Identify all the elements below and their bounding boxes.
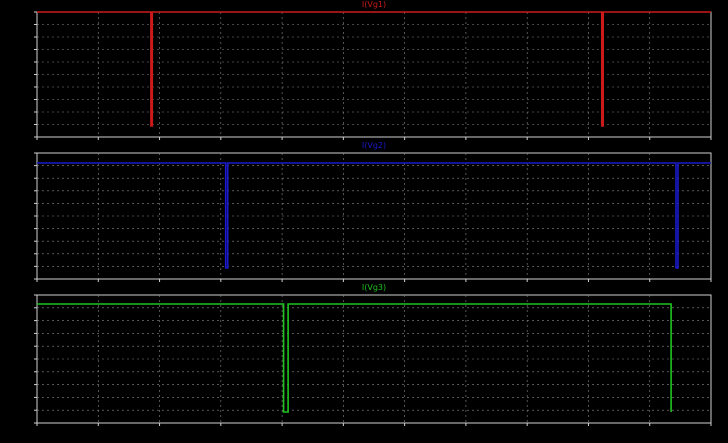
pane-vg1-title: I(Vg1) [362,0,386,9]
pane-vg2[interactable]: I(Vg2) [34,141,712,282]
pane-i-vg1-trace [37,11,711,127]
pane-vg1[interactable]: I(Vg1) [34,0,712,140]
pane-vg2-title: I(Vg2) [362,141,386,150]
pane-vg3-title: I(Vg3) [362,283,386,292]
pane-i-vg3-trace [37,303,672,413]
pane-i-vg2-trace [37,162,711,269]
pane-vg3[interactable]: I(Vg3) [34,283,712,426]
